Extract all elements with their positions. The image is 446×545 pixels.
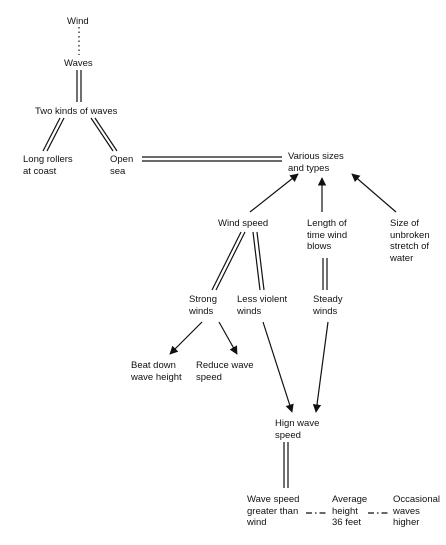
arrow-size-to-various [351, 173, 397, 213]
node-high-wave-speed: Hign wave speed [275, 418, 320, 441]
arrow-wind-speed-to-various [249, 173, 299, 213]
node-two-kinds-of-waves: Two kinds of waves [35, 106, 118, 117]
node-long-rollers: Long rollers at coast [23, 154, 73, 177]
arrow-steady-to-high [312, 321, 329, 413]
node-beat-down: Beat down wave height [131, 360, 182, 383]
node-length-of-time: Length of time wind blows [307, 218, 348, 252]
node-various-sizes: Various sizes and types [288, 151, 344, 174]
node-less-violent-winds: Less violent winds [237, 294, 288, 317]
node-steady-winds: Steady winds [313, 294, 343, 317]
node-open-sea: Open sea [110, 154, 134, 177]
arrow-strong-to-reduce [218, 321, 238, 355]
arrow-less-violent-to-high [262, 321, 294, 413]
node-average-height: Average height 36 feet [332, 494, 368, 528]
node-greater-than-wind: Wave speed greater than wind [247, 494, 300, 528]
node-size-of-stretch: Size of unbroken stretch of water [390, 218, 430, 264]
node-strong-winds: Strong winds [189, 294, 217, 317]
node-wind-speed: Wind speed [218, 218, 269, 229]
node-waves: Waves [64, 58, 93, 69]
arrow-strong-to-beat [169, 321, 203, 355]
node-occasional-waves: Occasional waves higher [393, 494, 440, 528]
node-reduce-wave-speed: Reduce wave speed [196, 360, 254, 383]
node-wind: Wind [67, 16, 89, 27]
